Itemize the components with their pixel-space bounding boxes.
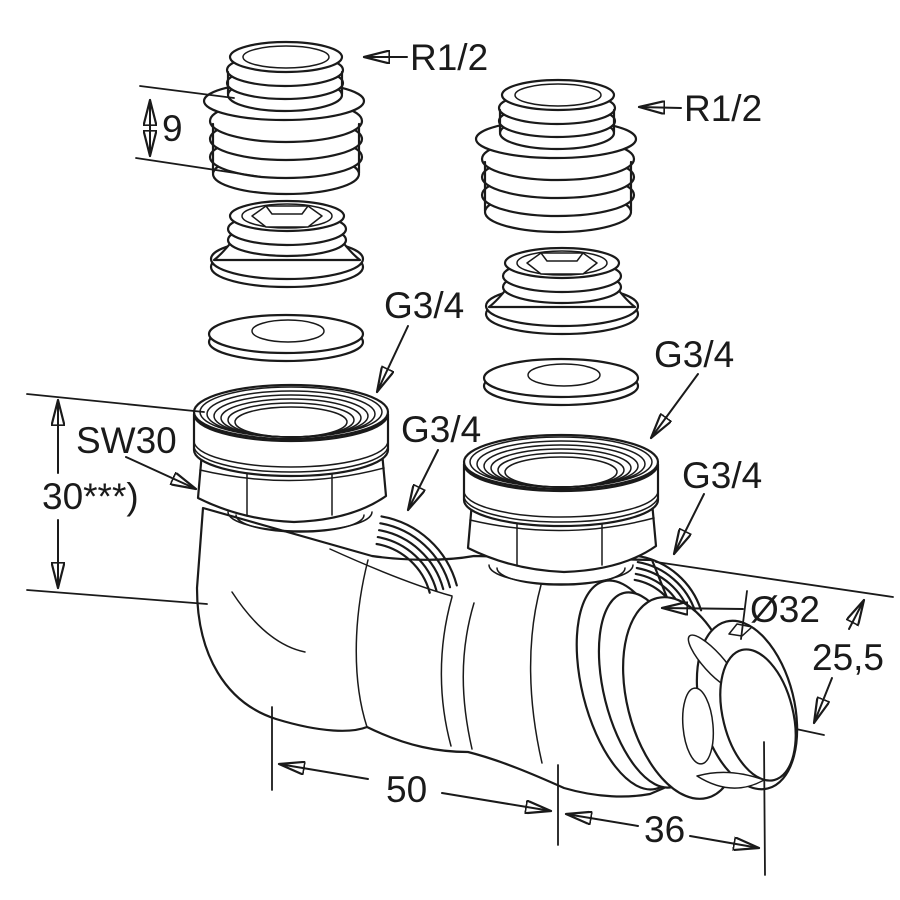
dimension-30: 30***) — [26, 393, 208, 605]
label-g34-right-union: G3/4 — [654, 334, 734, 375]
washer-hole — [527, 363, 601, 387]
callout-g34-left-union: G3/4 — [377, 285, 464, 392]
body-thread-left — [375, 515, 458, 594]
leader-arrow — [651, 373, 699, 438]
dimension-25-5: 25,5 — [655, 561, 894, 736]
label-r12-left: R1/2 — [410, 37, 488, 78]
dimension-9: 9 — [135, 85, 263, 178]
dimension-50: 50 — [271, 706, 559, 846]
label-g34-left-union: G3/4 — [384, 285, 464, 326]
label-dim-25-5: 25,5 — [812, 637, 884, 678]
dimension-line-upper — [849, 600, 864, 630]
washer-right — [482, 357, 640, 407]
adapter-right — [474, 78, 638, 234]
nut-band — [192, 412, 390, 478]
label-sw30: SW30 — [76, 420, 177, 461]
callout-sw30: SW30 — [76, 420, 196, 489]
valve-cap-assembly — [575, 579, 799, 800]
label-dia-32: Ø32 — [750, 589, 820, 630]
label-dim-30: 30***) — [42, 476, 139, 517]
union-nut-right — [462, 433, 660, 574]
nut-top-rim — [462, 433, 660, 491]
cap-slot-top — [728, 623, 753, 637]
insert-right — [484, 246, 640, 336]
insert-hex-socket — [526, 252, 598, 275]
insert-hex-socket — [251, 205, 323, 228]
barrel-top-edge — [329, 548, 453, 597]
callout-r12-right: R1/2 — [639, 88, 762, 129]
right-section-ring — [529, 584, 543, 764]
insert-left — [209, 199, 365, 289]
label-dim-36: 36 — [644, 809, 685, 850]
leader-arrow — [125, 456, 196, 489]
callout-g34-left-body: G3/4 — [401, 409, 481, 510]
barrel-step-ring-1 — [440, 596, 453, 747]
barrel-left-ring — [355, 559, 369, 728]
leader-arrow — [408, 449, 439, 510]
dimension-line-left — [566, 814, 639, 827]
dimension-line-lower — [814, 677, 833, 723]
extension-tick-bottom — [795, 728, 825, 736]
washer-left — [207, 313, 365, 363]
dimension-line-right — [441, 792, 551, 811]
elbow-curve-hint — [231, 591, 306, 653]
left-port-flange-inner — [235, 514, 365, 533]
right-port-flange-inner — [496, 567, 626, 586]
label-dim-50: 50 — [386, 769, 427, 810]
extension-line-top — [26, 393, 205, 413]
washer-top — [207, 313, 365, 355]
leader-tick — [740, 590, 748, 640]
label-r12-right: R1/2 — [684, 88, 762, 129]
cap-slot-left — [681, 687, 715, 765]
leader-arrow — [377, 325, 409, 392]
barrel-step-ring-2 — [462, 602, 475, 750]
extension-line-right — [763, 741, 766, 876]
callout-g34-right-body: G3/4 — [674, 455, 762, 554]
extension-line-top — [139, 85, 235, 99]
adapter-opening — [242, 45, 330, 69]
extension-line-bottom — [26, 589, 208, 605]
extension-line-bottom — [135, 157, 263, 178]
union-nut-left — [192, 383, 390, 524]
callout-dia-32: Ø32 — [662, 589, 820, 640]
dimension-line-right — [689, 835, 759, 848]
leader-arrow — [674, 493, 705, 554]
annotations: R1/2 R1/2 9 30***) SW30 G3/4 — [26, 37, 894, 876]
right-port-flange-outer — [488, 564, 634, 585]
adapter-left — [202, 40, 366, 196]
adapter-opening — [514, 83, 602, 107]
callout-g34-right-union: G3/4 — [651, 334, 734, 438]
nut-top-rim — [192, 383, 390, 441]
dimension-36: 36 — [566, 741, 766, 876]
nut-hex-bevel — [469, 517, 655, 532]
label-g34-right-body: G3/4 — [682, 455, 762, 496]
dimension-line-left — [279, 764, 369, 780]
label-dim-9: 9 — [162, 108, 183, 149]
nut-internal-thread — [234, 406, 348, 438]
washer-top — [482, 357, 640, 399]
callout-r12-left: R1/2 — [364, 37, 488, 78]
nut-internal-thread — [504, 456, 618, 488]
extension-line-top — [655, 561, 894, 598]
leader-arrow — [662, 608, 744, 609]
nut-hex-bevel — [199, 467, 385, 482]
left-port-flange-outer — [227, 511, 373, 532]
label-g34-left-body: G3/4 — [401, 409, 481, 450]
cap-face-disc — [719, 648, 797, 782]
nut-band — [462, 462, 660, 528]
leader-arrow — [639, 107, 682, 108]
washer-hole — [251, 319, 325, 343]
